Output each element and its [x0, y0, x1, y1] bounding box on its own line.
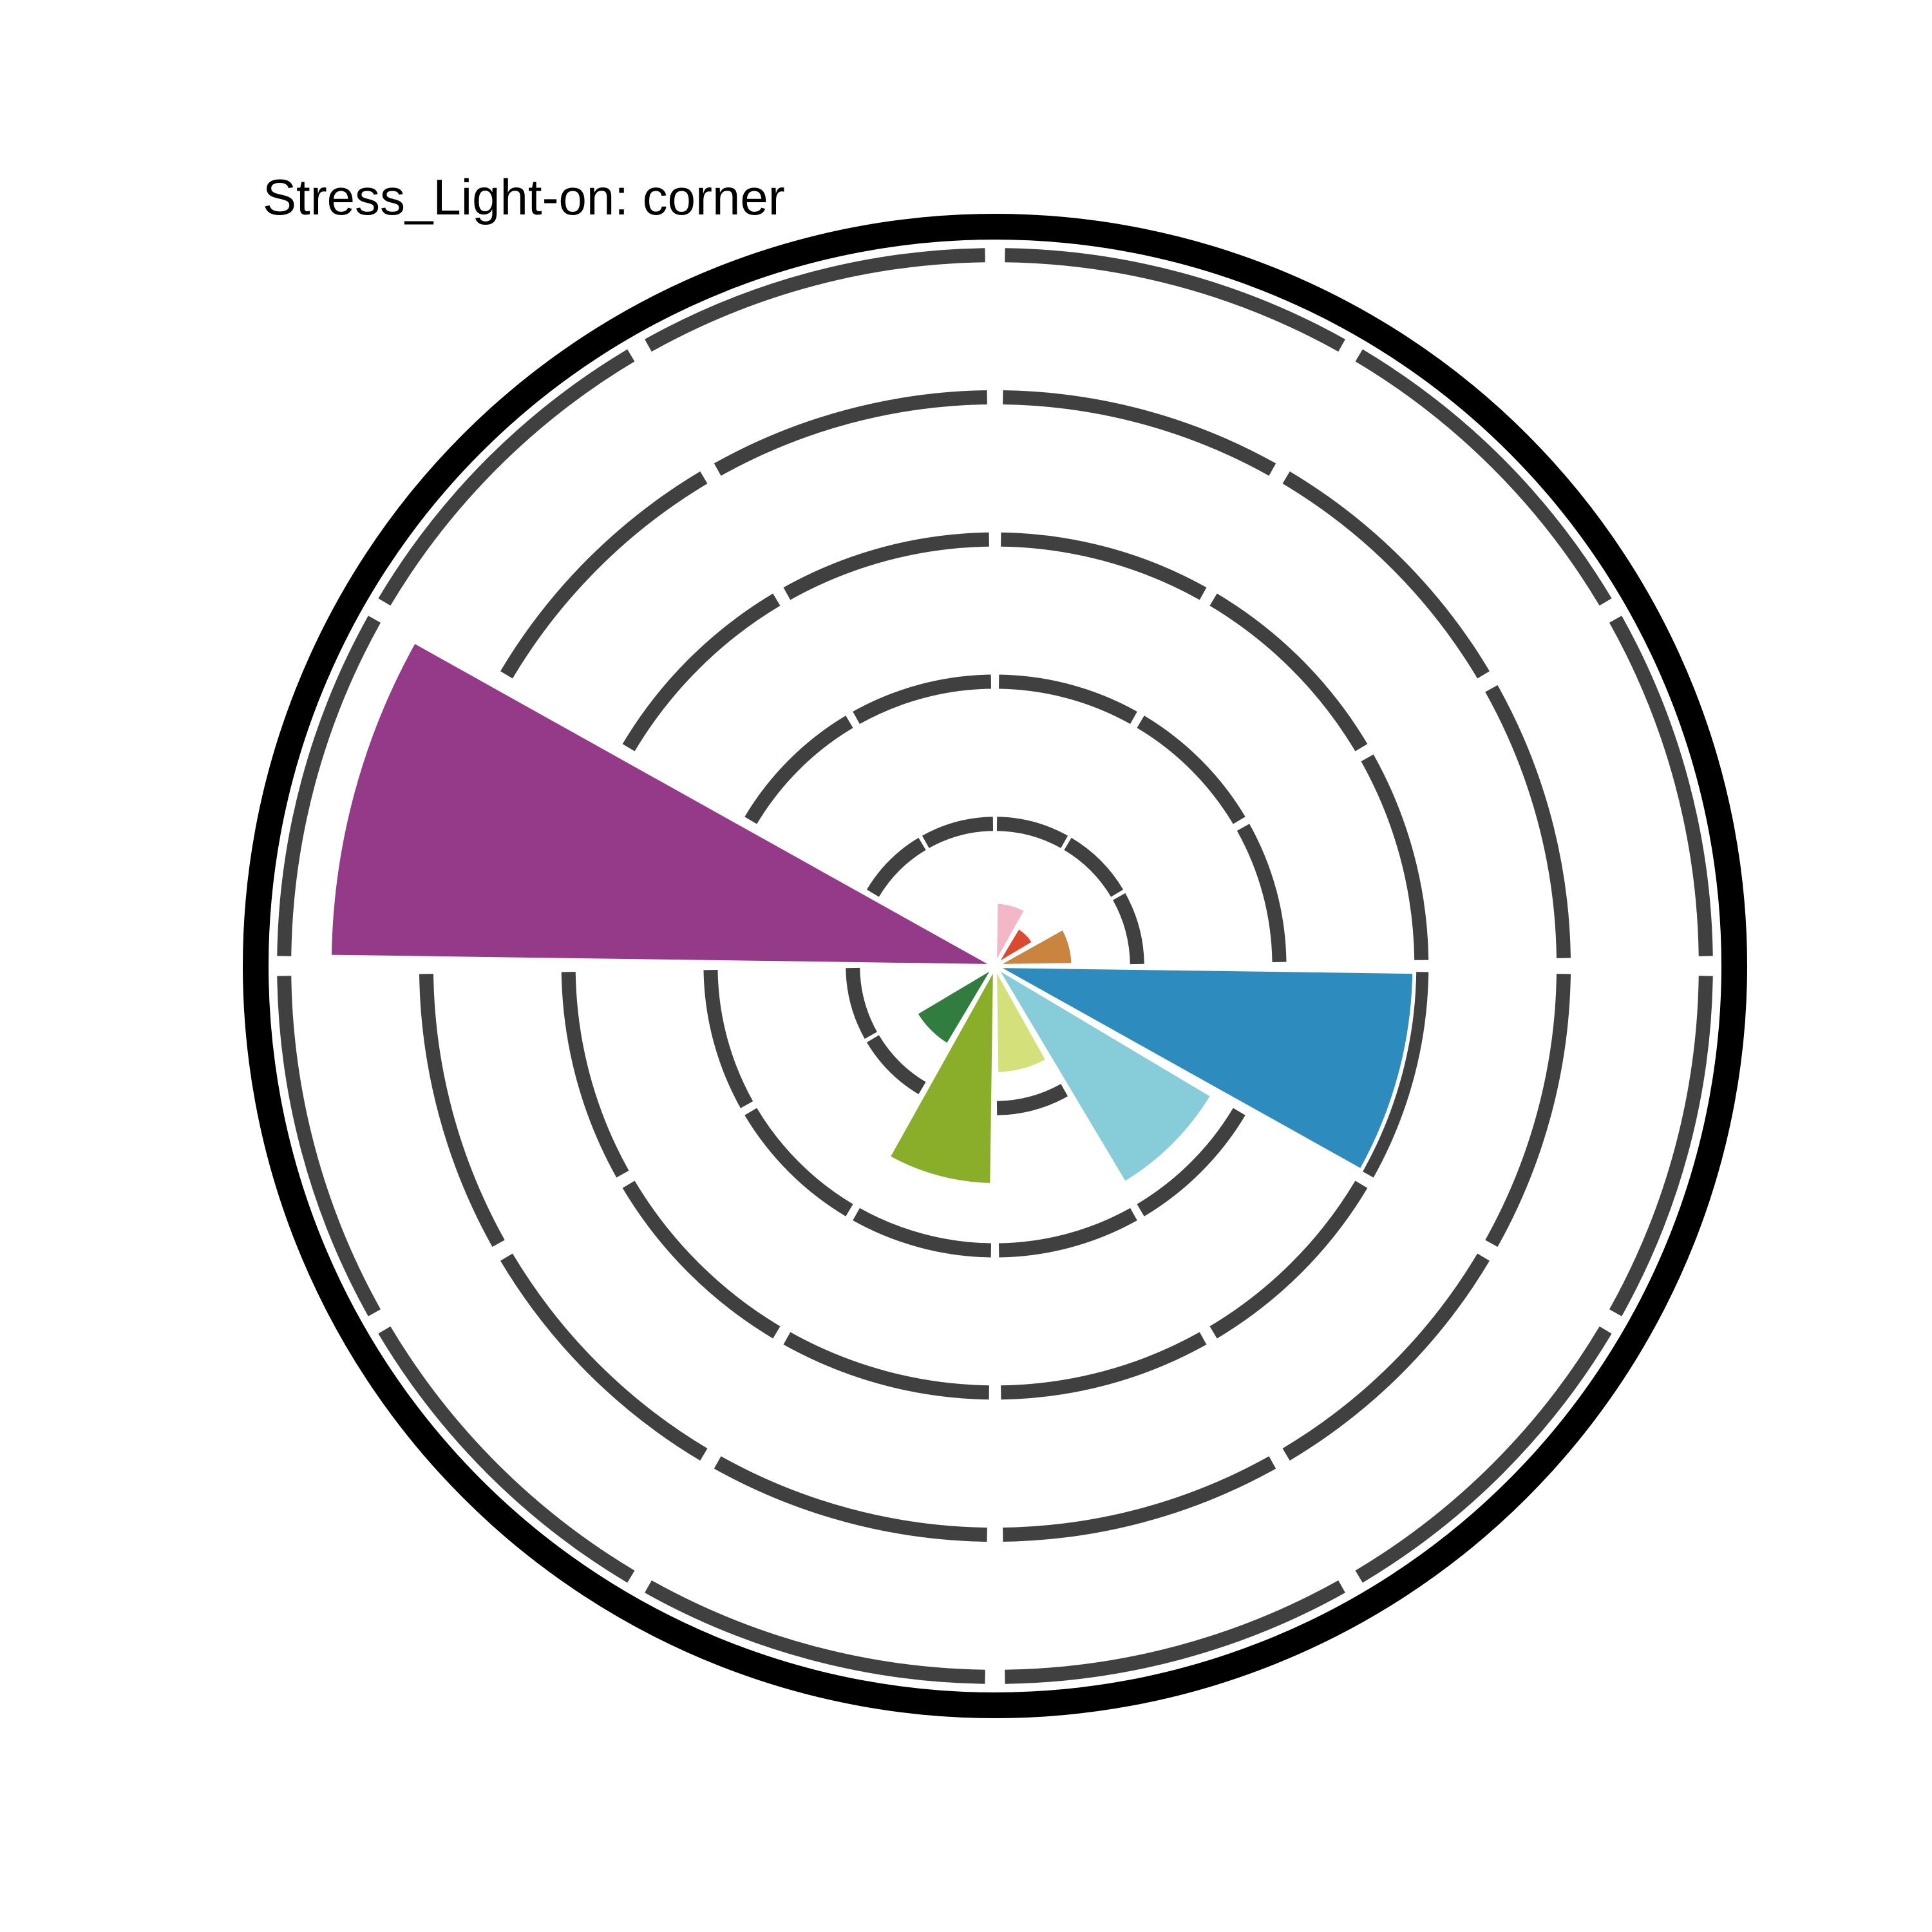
outer-ring: [243, 214, 1747, 1718]
bar-sector-4: [994, 964, 1417, 1173]
gridline-arc: [378, 1326, 635, 1583]
grid-layer: [277, 248, 1713, 1684]
gridline-arc: [1609, 616, 1713, 956]
gridline-arc: [1361, 972, 1429, 1178]
gridline-arc: [622, 1180, 781, 1339]
gridline-arc: [645, 248, 985, 352]
gridline-arc: [783, 532, 989, 600]
gridline-arc: [1003, 1456, 1276, 1542]
gridline-arc: [744, 1108, 853, 1217]
gridline-arc: [1113, 893, 1144, 965]
gridline-arc: [783, 1332, 989, 1400]
gridline-arc: [1001, 1332, 1207, 1400]
gridline-arc: [1485, 685, 1571, 958]
bar-sector-10: [327, 638, 996, 968]
gridline-arc: [744, 715, 853, 824]
gridline-arc: [622, 593, 781, 752]
gridline-arc: [999, 1208, 1137, 1258]
gridline-arc: [277, 976, 381, 1316]
gridline-arc: [1005, 1580, 1345, 1684]
gridline-arc: [866, 837, 926, 897]
gridline-arc: [1236, 824, 1287, 962]
gridline-arc: [1005, 248, 1345, 352]
bar-sector-8: [913, 964, 997, 1048]
gridline-arc: [1001, 532, 1207, 600]
gridline-arc: [853, 1208, 991, 1258]
gridline-arc: [500, 471, 708, 679]
gridline-arc: [703, 970, 753, 1108]
gridline-arc: [378, 349, 635, 606]
gridline-arc: [866, 1035, 926, 1095]
gridline-arc: [1609, 976, 1713, 1316]
gridline-arc: [996, 1084, 1068, 1115]
gridline-arc: [1355, 1326, 1612, 1583]
gridline-arc: [1003, 390, 1276, 476]
gridline-arc: [1137, 715, 1245, 824]
bar-sector-7: [886, 965, 997, 1187]
bar-sector-5: [993, 964, 1215, 1186]
gridline-arc: [1282, 471, 1490, 679]
gridline-arc: [999, 674, 1137, 724]
gridline-arc: [1209, 593, 1368, 752]
gridline-arc: [1137, 1108, 1245, 1217]
gridline-arc: [1361, 754, 1429, 960]
gridline-arc: [500, 1253, 708, 1461]
gridline-arc: [1485, 974, 1571, 1247]
gridline-arc: [419, 974, 505, 1247]
bar-sector-3: [994, 925, 1075, 968]
gridline-arc: [853, 674, 991, 724]
gridline-arc: [922, 817, 994, 848]
gridline-arc: [996, 817, 1068, 848]
gridline-arc: [1064, 837, 1124, 897]
gridline-arc: [277, 616, 381, 956]
chart-title: Stress_Light-on: corner: [263, 169, 785, 225]
gridline-arc: [561, 972, 629, 1178]
bar-sector-6: [993, 965, 1050, 1076]
gridline-arc: [1355, 349, 1612, 606]
gridline-arc: [714, 1456, 987, 1542]
bar-layer: [327, 638, 1417, 1187]
gridline-arc: [1282, 1253, 1490, 1461]
gridline-arc: [1209, 1180, 1368, 1339]
gridline-arc: [645, 1580, 985, 1684]
gridline-arc: [714, 390, 987, 476]
gridline-arc: [846, 967, 877, 1039]
